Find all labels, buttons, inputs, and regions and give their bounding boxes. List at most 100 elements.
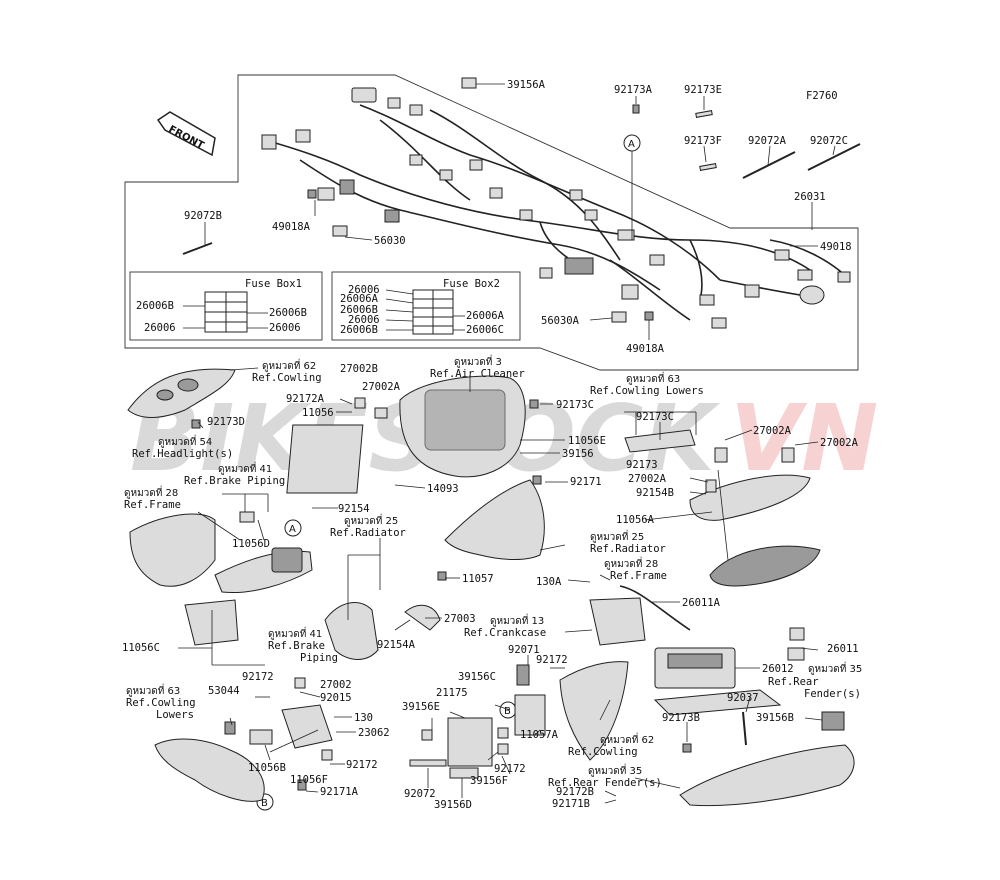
ref-35b-en: Ref.Rear Fender(s) [548, 777, 662, 789]
sensor-assembly-center [409, 664, 546, 779]
label-11057-top: 11057 [462, 573, 494, 585]
ref-41-th: ดูหมวดที่ 41 [218, 461, 272, 475]
fuse-box-2-left-4: 26006B [340, 324, 378, 336]
fuse-box-2-left-0: 26006 [348, 284, 380, 296]
label-56030: 56030 [374, 235, 406, 247]
ref-63b-th: ดูหมวดที่ 63 [126, 683, 180, 697]
cowling-panel-center [559, 661, 629, 761]
clip-parts-top [182, 104, 861, 323]
label-11056D: 11056D [232, 538, 270, 550]
svg-text:B: B [504, 706, 511, 717]
label-26011: 26011 [827, 643, 859, 655]
air-cleaner-box [286, 375, 539, 494]
label-39156C: 39156C [458, 671, 496, 683]
label-92173F: 92173F [684, 135, 722, 147]
label-49018A: 49018A [626, 343, 665, 355]
callout-b-mid: B [499, 701, 517, 719]
callout-a-mid: A [284, 519, 302, 537]
label-92072A: 92072A [748, 135, 787, 147]
ref-62b-th: ดูหมวดที่ 62 [600, 732, 654, 746]
fuse-box-1-left-1: 26006 [144, 322, 176, 334]
watermark-right: VN [730, 385, 878, 492]
label-39156B: 39156B [756, 712, 794, 724]
part-labels: 39156A 92173A 92173E 92173F 92072A 92072… [122, 79, 862, 811]
ref-62-th: ดูหมวดที่ 62 [262, 358, 316, 372]
figure-code: F2760 [806, 90, 838, 102]
front-arrow-icon: FRONT [156, 111, 216, 157]
ecu-bracket-right [624, 429, 821, 587]
ref-25b-th: ดูหมวดที่ 25 [590, 529, 644, 543]
label-92072C: 92072C [810, 135, 848, 147]
ref-28-th: ดูหมวดที่ 28 [124, 485, 178, 499]
ref-41b-en1: Ref.Brake [268, 640, 325, 652]
label-92171: 92171 [570, 476, 602, 488]
ref-63-en: Ref.Cowling Lowers [590, 385, 704, 397]
label-130: 130 [354, 712, 373, 724]
cowling-lower-left [154, 721, 273, 802]
ref-35-en2: Fender(s) [804, 688, 861, 700]
label-14093: 14093 [427, 483, 459, 495]
label-92171A: 92171A [320, 786, 359, 798]
svg-text:A: A [289, 524, 296, 535]
label-92154: 92154 [338, 503, 370, 515]
fuse-box-1-right-0: 26006B [269, 307, 307, 319]
label-39156D: 39156D [434, 799, 472, 811]
label-11057A: 11057A [520, 729, 559, 741]
harness-frame [124, 74, 859, 371]
ref-25b-en: Ref.Radiator [590, 543, 666, 555]
label-130A: 130A [536, 576, 562, 588]
label-92173: 92173 [626, 459, 658, 471]
leader-lines [178, 83, 836, 804]
label-27002A-r3: 27002A [628, 473, 667, 485]
fuse-box-2-right-0: 26006A [466, 310, 505, 322]
ref-13-th: ดูหมวดที่ 13 [490, 613, 544, 627]
label-11056: 11056 [302, 407, 334, 419]
label-27002A-r1: 27002A [753, 425, 792, 437]
label-39156E: 39156E [402, 701, 440, 713]
fuse-box-1-left-0: 26006B [136, 300, 174, 312]
ref-3-en: Ref.Air Cleaner [430, 368, 525, 380]
label-27002: 27002 [320, 679, 352, 691]
ref-63-th: ดูหมวดที่ 63 [626, 371, 680, 385]
radiator-shroud [324, 475, 545, 660]
ref-63b-en2: Lowers [156, 709, 194, 721]
ref-35b-th: ดูหมวดที่ 35 [588, 763, 642, 777]
label-39156F: 39156F [470, 775, 508, 787]
ref-54-en: Ref.Headlight(s) [132, 448, 233, 460]
label-92154B: 92154B [636, 487, 674, 499]
fuse-box-2: Fuse Box2 26006 26006A 26006B 26006 2600… [331, 271, 521, 341]
fuse-box-2-title: Fuse Box2 [443, 278, 500, 290]
fuse-box-2-right-1: 26006C [466, 324, 504, 336]
label-49018A-top: 49018A [272, 221, 311, 233]
label-92173B: 92173B [662, 712, 700, 724]
label-26012: 26012 [762, 663, 794, 675]
svg-text:A: A [628, 139, 635, 150]
label-92072: 92072 [404, 788, 436, 800]
ref-25-en: Ref.Radiator [330, 527, 406, 539]
ref-35-en1: Ref.Rear [768, 676, 819, 688]
label-53044: 53044 [208, 685, 240, 697]
ref-35-th: ดูหมวดที่ 35 [808, 661, 862, 675]
ref-13-en: Ref.Crankcase [464, 627, 546, 639]
headlight-cowling [127, 368, 236, 429]
ref-41b-en2: Piping [300, 652, 338, 664]
label-92172A: 92172A [286, 393, 325, 405]
label-92171B: 92171B [552, 798, 590, 810]
label-56030A: 56030A [541, 315, 580, 327]
fuse-box-1: Fuse Box1 26006B 26006 26006B 26006 [129, 271, 323, 341]
label-92172-d: 92172 [494, 763, 526, 775]
ref-62-en: Ref.Cowling [252, 372, 322, 384]
label-92072B: 92072B [184, 210, 222, 222]
label-49018: 49018 [820, 241, 852, 253]
label-92154A: 92154A [377, 639, 416, 651]
wire-harness [261, 77, 851, 329]
label-21175: 21175 [436, 687, 468, 699]
label-27002B: 27002B [340, 363, 378, 375]
label-27002A-r2: 27002A [820, 437, 859, 449]
label-26011A: 26011A [682, 597, 721, 609]
ref-54-th: ดูหมวดที่ 54 [158, 434, 212, 448]
ref-28b-th: ดูหมวดที่ 28 [604, 556, 658, 570]
ref-28b-en: Ref.Frame [610, 570, 667, 582]
label-92071: 92071 [508, 644, 540, 656]
